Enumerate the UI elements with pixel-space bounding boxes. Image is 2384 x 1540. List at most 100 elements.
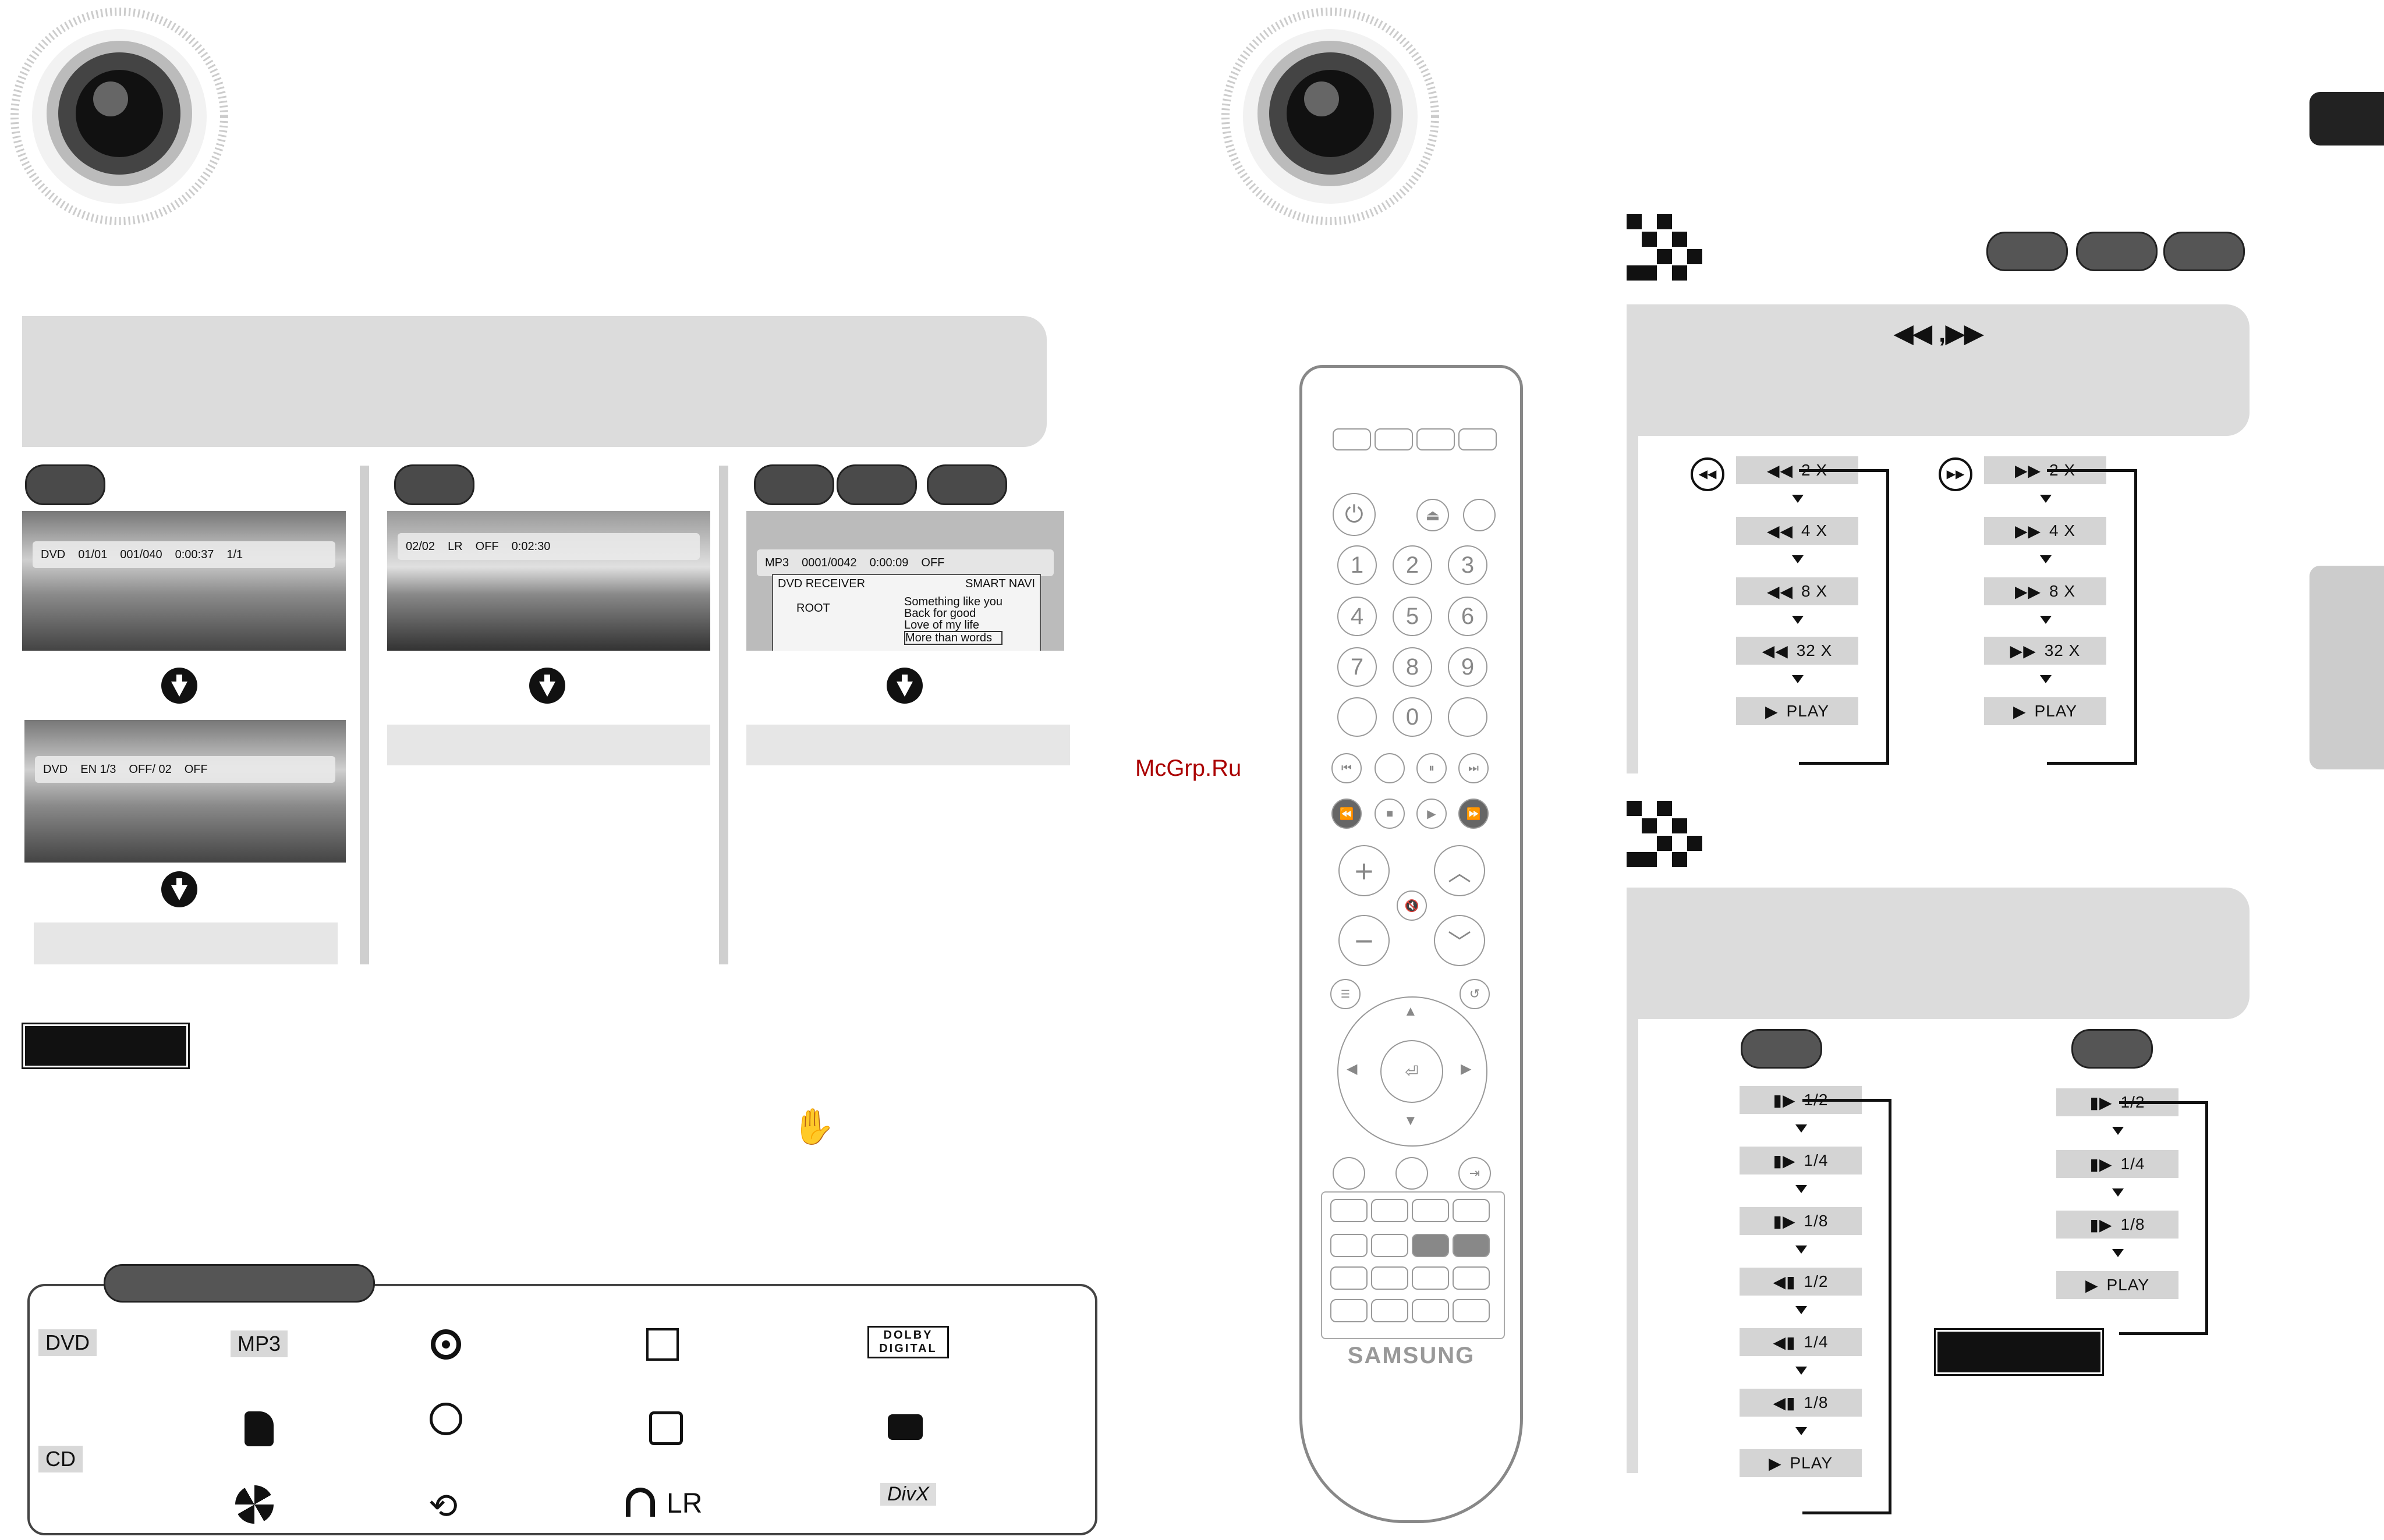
loop-back-line <box>1799 469 1889 765</box>
digit-3-button[interactable]: 3 <box>1448 545 1487 585</box>
repeat-icon: ⟲ <box>428 1486 458 1525</box>
play-button[interactable]: ▶ <box>1416 799 1447 829</box>
right-arrow-icon[interactable]: ▶ <box>1461 1061 1472 1077</box>
angle-icon <box>888 1414 923 1440</box>
slow-forward-1-8: ▮▶1/8 <box>1740 1207 1862 1235</box>
step-arrow-icon <box>1792 616 1804 624</box>
function-button[interactable] <box>1330 1299 1368 1322</box>
function-button[interactable] <box>1330 1199 1368 1222</box>
function-button[interactable] <box>1453 1266 1490 1290</box>
volume-down-button[interactable]: − <box>1338 915 1390 966</box>
slow-forward-1-8: ▮▶1/8 <box>2056 1211 2178 1239</box>
function-button[interactable] <box>1371 1234 1408 1257</box>
skip-forward-button[interactable]: ⏭ <box>1458 753 1489 783</box>
osd-disc: DVD <box>43 762 68 776</box>
caution-hand-icon: ✋ <box>792 1107 835 1146</box>
left-arrow-icon[interactable]: ◀ <box>1347 1061 1358 1077</box>
title-icon <box>245 1411 274 1446</box>
clock-icon <box>430 1403 462 1435</box>
return-button[interactable]: ↺ <box>1460 979 1490 1009</box>
volume-up-button[interactable]: + <box>1338 845 1390 896</box>
highlighted-button[interactable] <box>1412 1234 1449 1257</box>
down-arrow-icon <box>887 668 923 704</box>
browser-title: DVD RECEIVER <box>778 577 866 590</box>
osd-bar: DVD EN 1/3 OFF/ 02 OFF <box>35 756 335 783</box>
rewind-speed-4x: ◀◀4 X <box>1736 517 1858 545</box>
badge-dvd <box>1741 1029 1822 1069</box>
function-button[interactable] <box>1371 1266 1408 1290</box>
section-chevron-icon <box>1627 801 1702 868</box>
digit-0-button[interactable]: 0 <box>1393 697 1432 737</box>
function-button[interactable] <box>1416 428 1455 450</box>
function-button[interactable] <box>1453 1299 1490 1322</box>
blank-button[interactable] <box>1375 753 1405 783</box>
osd-time: 0:02:30 <box>511 540 551 553</box>
exit-button[interactable]: ⇥ <box>1458 1157 1491 1190</box>
function-button[interactable] <box>1330 1266 1368 1290</box>
folder-root[interactable]: ROOT <box>796 602 830 615</box>
osd-chapter: 001/040 <box>120 548 162 561</box>
digit-7-button[interactable]: 7 <box>1337 647 1377 687</box>
skip-back-button[interactable]: ⏮ <box>1331 753 1362 783</box>
step-arrow-icon <box>2040 495 2052 503</box>
track-item-selected[interactable]: More than words <box>904 631 1003 645</box>
track-item[interactable]: Something like you <box>904 595 1003 608</box>
osd-track: 02/02 <box>406 540 435 553</box>
blank-button[interactable] <box>1448 697 1487 737</box>
digit-8-button[interactable]: 8 <box>1393 647 1432 687</box>
lower-button-panel <box>1321 1191 1505 1339</box>
rewind-play: ▶PLAY <box>1736 697 1858 725</box>
power-button[interactable]: ⏻ <box>1333 493 1376 536</box>
headphone-icon <box>626 1488 655 1517</box>
minus-button[interactable] <box>1412 1199 1449 1222</box>
enter-button[interactable]: ⏎ <box>1380 1040 1443 1103</box>
function-button[interactable] <box>1333 428 1371 450</box>
track-item[interactable]: Love of my life <box>904 619 979 631</box>
function-round-button[interactable] <box>1333 1157 1365 1190</box>
highlighted-button[interactable] <box>1453 1234 1490 1257</box>
function-round-button[interactable] <box>1395 1157 1428 1190</box>
slow-banner <box>1627 888 2250 1019</box>
pause-button[interactable]: ⏸ <box>1416 753 1447 783</box>
digit-2-button[interactable]: 2 <box>1393 545 1432 585</box>
down-arrow-icon[interactable]: ▼ <box>1404 1113 1418 1129</box>
function-button[interactable] <box>1412 1266 1449 1290</box>
osd-repeat: OFF <box>921 556 945 569</box>
rewind-button[interactable]: ⏪ <box>1331 799 1362 829</box>
function-button[interactable] <box>1375 428 1413 450</box>
tuning-down-button[interactable]: ﹀ <box>1434 915 1485 966</box>
loop-back-line <box>1802 1099 1891 1514</box>
slow-reverse-1-4: ◀▮1/4 <box>1740 1328 1862 1356</box>
step-arrow-icon <box>2112 1249 2124 1257</box>
up-arrow-icon[interactable]: ▲ <box>1404 1003 1418 1019</box>
digit-4-button[interactable]: 4 <box>1337 597 1377 636</box>
function-button[interactable] <box>1371 1199 1408 1222</box>
function-round-button[interactable] <box>1463 499 1496 531</box>
blank-button[interactable] <box>1337 697 1377 737</box>
function-button[interactable] <box>1458 428 1497 450</box>
icon-legend <box>27 1284 1097 1535</box>
track-item[interactable]: Back for good <box>904 607 976 620</box>
function-button[interactable] <box>1412 1299 1449 1322</box>
menu-button[interactable]: ☰ <box>1330 979 1361 1009</box>
step-arrow-icon <box>1795 1367 1807 1375</box>
function-button[interactable] <box>1371 1299 1408 1322</box>
plus-button[interactable] <box>1453 1199 1490 1222</box>
subtitle-icon <box>649 1411 683 1445</box>
stop-button[interactable]: ■ <box>1375 799 1405 829</box>
eject-button[interactable]: ⏏ <box>1416 499 1449 531</box>
digit-6-button[interactable]: 6 <box>1448 597 1487 636</box>
digit-5-button[interactable]: 5 <box>1393 597 1432 636</box>
mute-button[interactable]: 🔇 <box>1397 890 1427 921</box>
tuning-up-button[interactable]: ︿ <box>1434 845 1485 896</box>
fast-forward-button[interactable]: ⏩ <box>1458 799 1489 829</box>
disc-icon <box>431 1329 461 1360</box>
digit-9-button[interactable]: 9 <box>1448 647 1487 687</box>
rewind-speed-32x: ◀◀32 X <box>1736 637 1858 665</box>
osd-format: MP3 <box>765 556 789 569</box>
function-button[interactable] <box>1330 1234 1368 1257</box>
osd-bar: DVD 01/01 001/040 0:00:37 1/1 <box>33 541 335 568</box>
digit-1-button[interactable]: 1 <box>1337 545 1377 585</box>
side-tab <box>2309 92 2384 146</box>
note-box <box>746 725 1070 765</box>
